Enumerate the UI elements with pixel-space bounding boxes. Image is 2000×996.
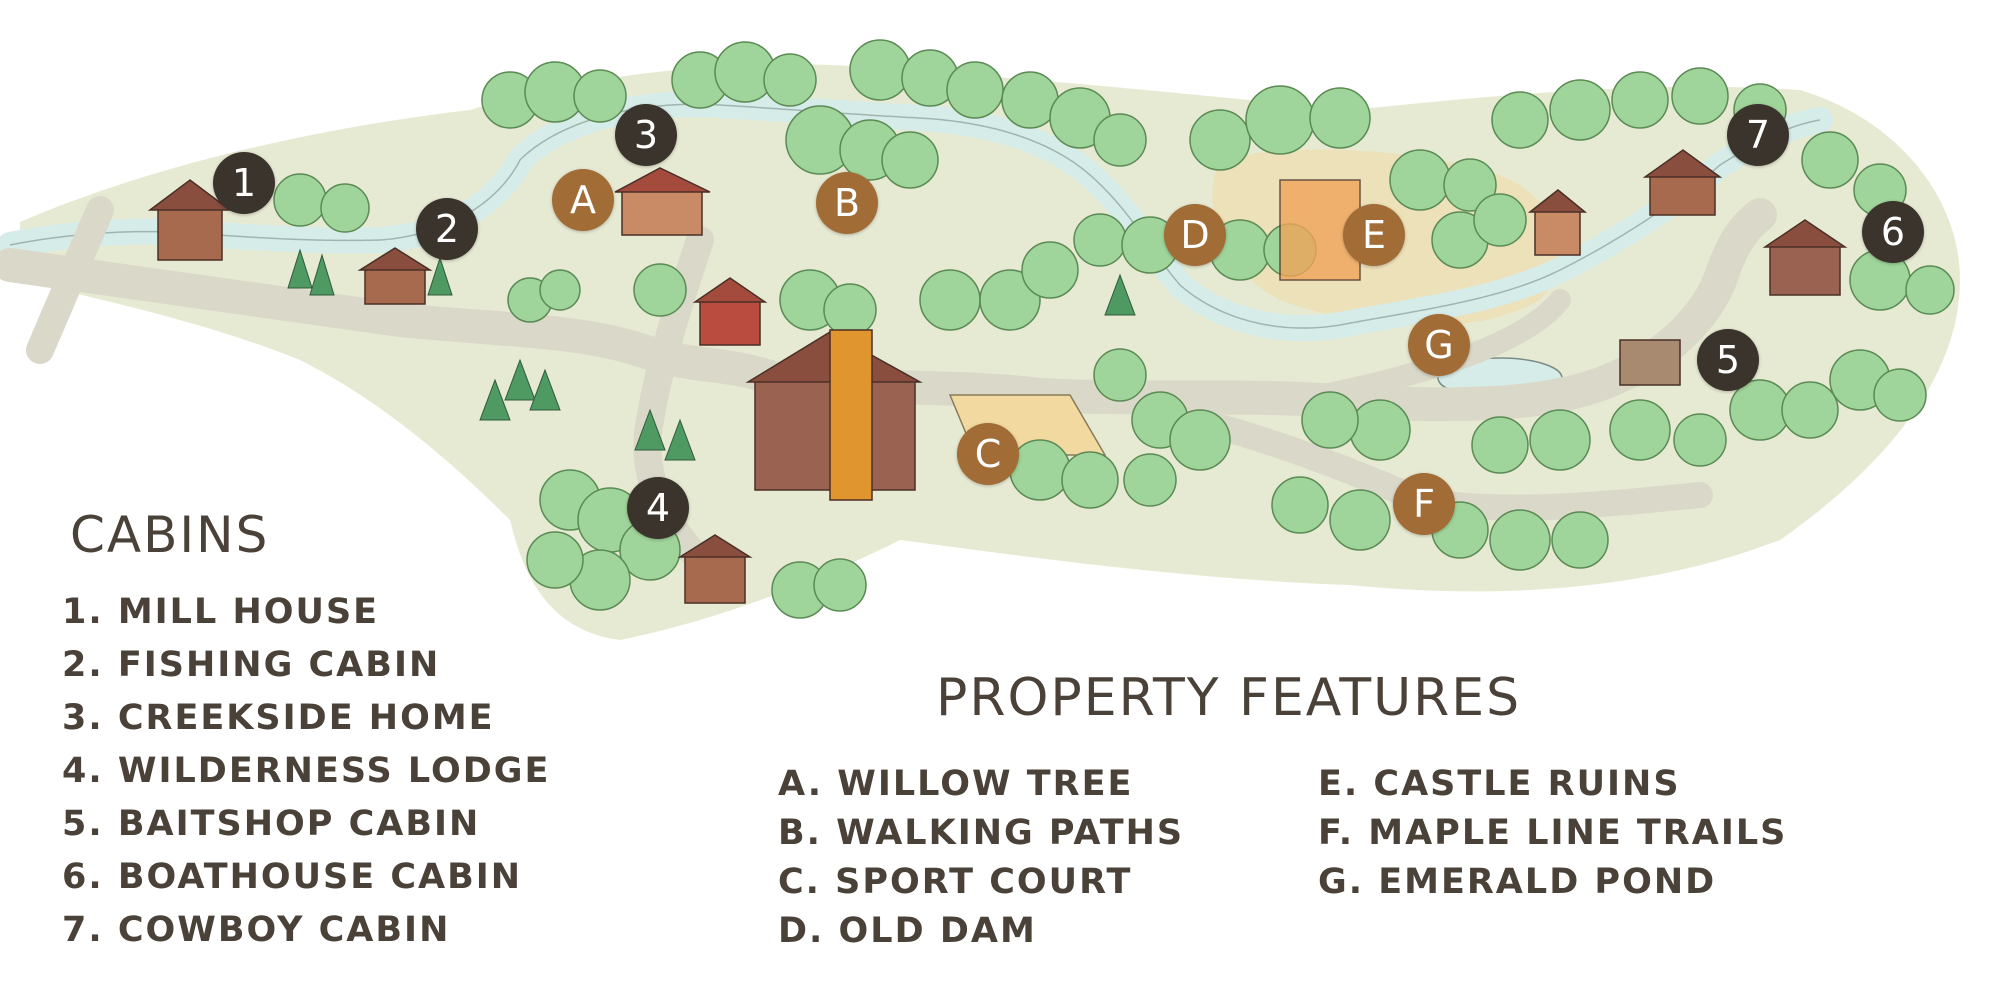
legend-item-cabin-7: 7. COWBOY CABIN — [62, 910, 451, 950]
cabin-marker-4[interactable]: 4 — [627, 477, 689, 539]
tree-clusters — [273, 39, 1955, 619]
cabin-marker-1[interactable]: 1 — [213, 152, 275, 214]
feature-marker-a[interactable]: A — [552, 169, 614, 231]
legend-item-cabin-5: 5. BAITSHOP CABIN — [62, 804, 481, 844]
legend-item-feature-a: A. WILLOW TREE — [778, 764, 1134, 804]
feature-marker-e[interactable]: E — [1343, 204, 1405, 266]
feature-marker-g[interactable]: G — [1408, 314, 1470, 376]
cabin-marker-6[interactable]: 6 — [1862, 201, 1924, 263]
cabins-legend-list: 1. MILL HOUSE 2. FISHING CABIN 3. CREEKS… — [62, 590, 550, 961]
feature-marker-c[interactable]: C — [957, 423, 1019, 485]
features-legend-column-1: A. WILLOW TREE B. WALKING PATHS C. SPORT… — [778, 762, 1184, 958]
cabin-marker-2[interactable]: 2 — [416, 198, 478, 260]
feature-marker-d[interactable]: D — [1164, 204, 1226, 266]
cabins-legend-title: CABINS — [70, 506, 270, 564]
legend-item-cabin-3: 3. CREEKSIDE HOME — [62, 698, 495, 738]
evergreens — [287, 248, 1136, 461]
features-legend-column-2: E. CASTLE RUINS F. MAPLE LINE TRAILS G. … — [1318, 762, 1787, 909]
feature-marker-b[interactable]: B — [816, 172, 878, 234]
legend-item-feature-b: B. WALKING PATHS — [778, 813, 1185, 853]
legend-item-cabin-6: 6. BOATHOUSE CABIN — [62, 857, 523, 897]
legend-item-cabin-4: 4. WILDERNESS LODGE — [62, 751, 551, 791]
cabin-marker-3[interactable]: 3 — [615, 104, 677, 166]
legend-item-cabin-2: 2. FISHING CABIN — [62, 645, 441, 685]
legend-item-feature-d: D. OLD DAM — [778, 911, 1037, 951]
legend-item-feature-e: E. CASTLE RUINS — [1318, 764, 1681, 804]
legend-item-cabin-1: 1. MILL HOUSE — [62, 592, 380, 632]
cabin-marker-5[interactable]: 5 — [1697, 329, 1759, 391]
buildings — [147, 149, 1848, 604]
creek-edge — [9, 103, 1821, 329]
legend-item-feature-c: C. SPORT COURT — [778, 862, 1133, 902]
features-legend-title: PROPERTY FEATURES — [936, 668, 1522, 728]
legend-item-feature-g: G. EMERALD POND — [1318, 862, 1717, 902]
legend-item-feature-f: F. MAPLE LINE TRAILS — [1318, 813, 1788, 853]
feature-marker-f[interactable]: F — [1393, 473, 1455, 535]
cabin-marker-7[interactable]: 7 — [1727, 104, 1789, 166]
